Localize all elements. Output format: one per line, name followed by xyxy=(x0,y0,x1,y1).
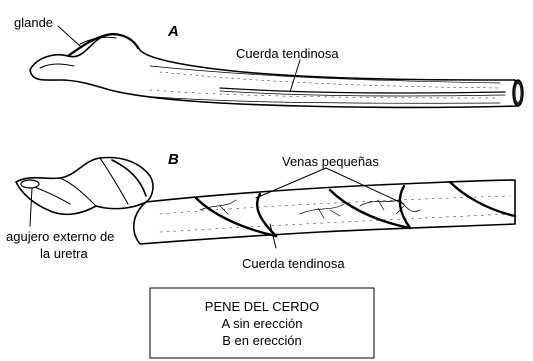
glans-label: glande xyxy=(14,15,53,30)
figure-a-letter: A xyxy=(167,23,179,40)
caption-line-1: A sin erección xyxy=(222,316,303,331)
veins-leader-2 xyxy=(326,168,404,204)
figure-b: B Venas pequeñas agujero externo de la u… xyxy=(6,151,515,271)
figure-b-letter: B xyxy=(168,151,179,168)
veins-label: Venas pequeñas xyxy=(282,154,379,169)
tendon-label-a: Cuerda tendinosa xyxy=(236,46,339,61)
urethra-label-line2: la uretra xyxy=(40,246,88,261)
tendon-label-b: Cuerda tendinosa xyxy=(242,256,345,271)
caption-box: PENE DEL CERDO A sin erección B en erecc… xyxy=(150,288,374,358)
caption-title: PENE DEL CERDO xyxy=(205,299,319,314)
veins-leader-1 xyxy=(256,168,326,198)
figure-a: A glande Cuerda tendinosa xyxy=(14,15,523,108)
urethra-label-line1: agujero externo de xyxy=(6,229,114,244)
glans-leader xyxy=(58,26,80,46)
urethra-leader xyxy=(30,188,32,226)
caption-line-2: B en erección xyxy=(222,333,302,348)
